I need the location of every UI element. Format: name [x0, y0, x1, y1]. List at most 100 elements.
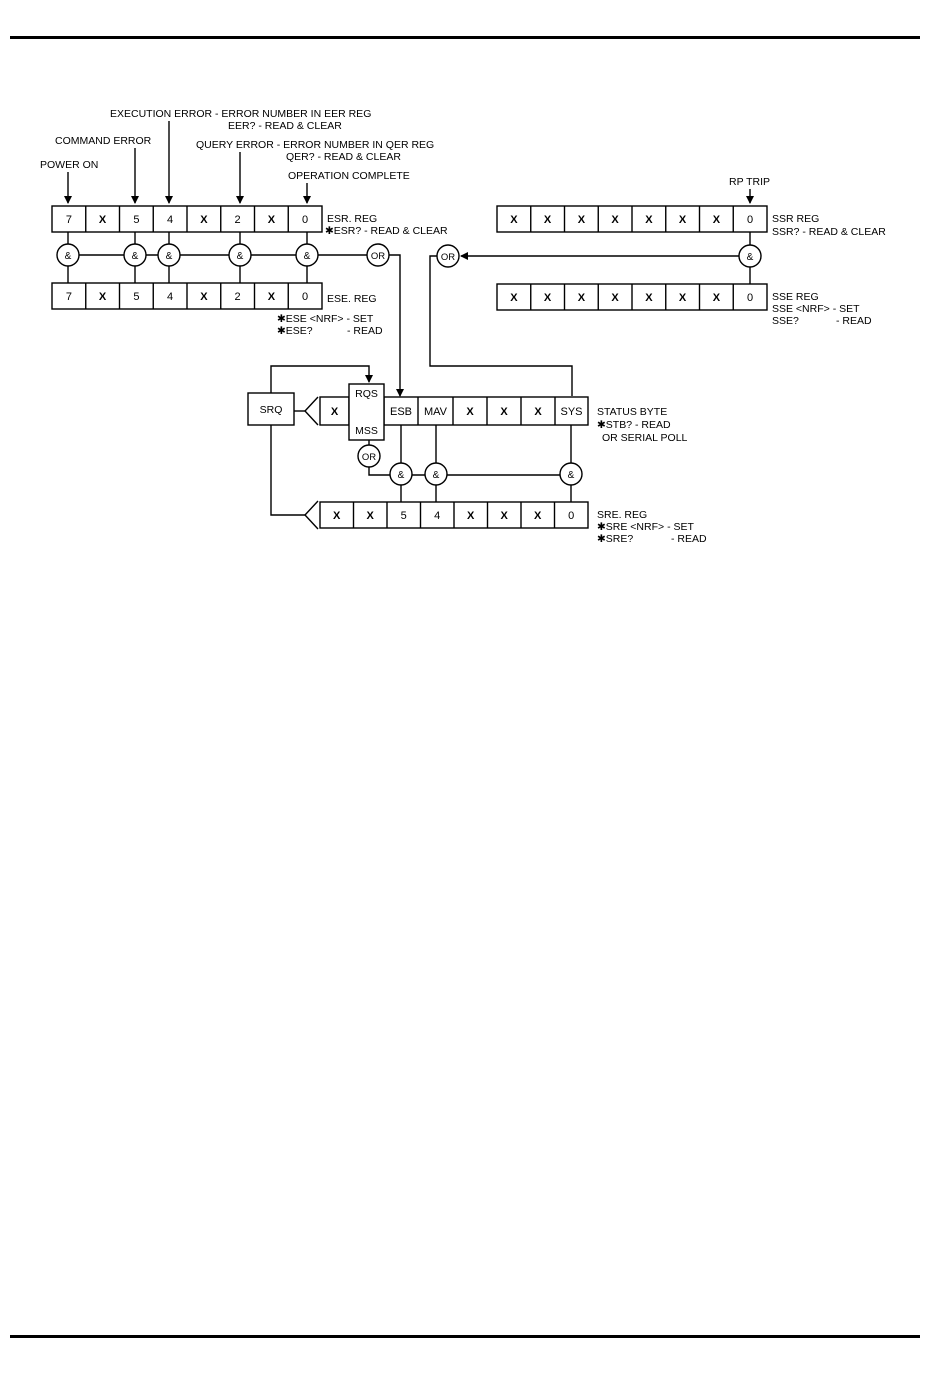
status-byte-cmd: ✱STB? - READ [597, 419, 671, 431]
svg-text:&: & [304, 251, 311, 262]
operation-complete-label: OPERATION COMPLETE [288, 170, 410, 182]
sre-title: SRE. REG [597, 509, 647, 521]
sre-bit-4: 4 [434, 510, 440, 522]
ese-bit-5: 5 [133, 291, 139, 303]
sse-cmd-set: SSE <NRF> - SET [772, 303, 860, 315]
sse-register: X X X X X X X 0 [496, 283, 768, 311]
svg-text:&: & [132, 251, 139, 262]
sse-cmd-read: SSE? [772, 315, 799, 327]
esr-bit-3: X [200, 214, 208, 226]
sse-bit-0: 0 [747, 292, 753, 304]
ssr-bit-3: X [645, 214, 653, 226]
esr-and-gate-7: & [56, 243, 80, 267]
stb-bit-0-sys: SYS [560, 406, 582, 418]
sre-bit-5: 5 [401, 510, 407, 522]
ssr-bit-4: X [611, 214, 619, 226]
ssr-bit-2: X [679, 214, 687, 226]
bottom-rule [10, 1335, 920, 1338]
stb-bit-7: X [331, 406, 339, 418]
esr-bit-4: 4 [167, 214, 173, 226]
sre-chevron [304, 500, 319, 530]
sre-and-gate-5: & [389, 462, 413, 486]
sse-cmd-read-desc: - READ [836, 315, 872, 327]
status-byte-cmd-2: OR SERIAL POLL [602, 432, 688, 444]
sre-return-path [270, 425, 305, 516]
ese-bit-6: X [99, 291, 107, 303]
sre-bit-3: X [467, 510, 475, 522]
esb-summary-line [389, 254, 404, 397]
sre-cmd-read: ✱SRE? [597, 533, 633, 545]
rqs-label: RQS [355, 388, 378, 400]
mss-or-gate: OR [357, 444, 381, 468]
ssr-and-gate-0: & [738, 244, 762, 268]
sre-register: X X 5 4 X X X 0 [319, 501, 589, 529]
srq-label: SRQ [260, 404, 283, 416]
stb-bit-4-mav: MAV [424, 406, 448, 418]
esr-bit-2: 2 [235, 214, 241, 226]
ese-bit-4: 4 [167, 291, 173, 303]
execution-error-label: EXECUTION ERROR - ERROR NUMBER IN EER RE… [110, 108, 371, 120]
sse-bit-5: X [578, 292, 586, 304]
esr-bit-7: 7 [66, 214, 72, 226]
top-rule [10, 36, 920, 39]
esr-title: ESR. REG [327, 213, 377, 225]
ssr-register: X X X X X X X 0 [496, 205, 768, 233]
sse-bit-4: X [611, 292, 619, 304]
sse-bit-7: X [510, 292, 518, 304]
query-error-label: QUERY ERROR - ERROR NUMBER IN QER REG [196, 139, 434, 151]
sse-bit-6: X [544, 292, 552, 304]
sre-bit-1: X [534, 510, 542, 522]
esr-bit-1: X [268, 214, 276, 226]
query-error-cmd: QER? - READ & CLEAR [286, 151, 401, 163]
stb-bit-2: X [500, 406, 508, 418]
ese-register: 7 X 5 4 X 2 X 0 [51, 282, 323, 310]
ssr-bit-7: X [510, 214, 518, 226]
stb-bit-5-esb: ESB [390, 406, 412, 418]
svg-text:OR: OR [371, 251, 385, 262]
mss-or-bus [368, 467, 560, 476]
svg-text:&: & [568, 470, 575, 481]
ssr-title: SSR REG [772, 213, 819, 225]
esr-and-gate-0: & [295, 243, 319, 267]
ese-title: ESE. REG [327, 293, 377, 305]
sys-summary-line [429, 255, 573, 396]
sse-bit-3: X [645, 292, 653, 304]
ese-cmd-read: ✱ESE? [277, 325, 313, 337]
esr-register: 7 X 5 4 X 2 X 0 [51, 205, 323, 233]
stb-bit-3: X [466, 406, 474, 418]
status-byte-register: X ESB MAV X X X SYS RQS MSS [319, 383, 589, 441]
esr-or-gate: OR [366, 243, 390, 267]
srq-input-chevron [304, 396, 319, 426]
esr-bit-5: 5 [133, 214, 139, 226]
esr-bit-6: X [99, 214, 107, 226]
sre-bit-6: X [367, 510, 375, 522]
esr-and-gate-4: & [157, 243, 181, 267]
svg-text:OR: OR [441, 252, 455, 263]
stb-bit-1: X [534, 406, 542, 418]
ssr-bit-6: X [544, 214, 552, 226]
svg-text:&: & [166, 251, 173, 262]
ssr-cmd: SSR? - READ & CLEAR [772, 226, 886, 238]
svg-text:&: & [433, 470, 440, 481]
ese-bit-7: 7 [66, 291, 72, 303]
mss-label: MSS [355, 425, 378, 437]
power-on-label: POWER ON [40, 159, 98, 171]
ssr-or-gate: OR [436, 244, 460, 268]
srq-box [247, 392, 295, 426]
ssr-bit-0: 0 [747, 214, 753, 226]
sse-bit-1: X [713, 292, 721, 304]
sre-cmd-set: ✱SRE <NRF> - SET [597, 521, 694, 533]
rp-trip-label: RP TRIP [729, 176, 770, 188]
esr-cmd: ✱ESR? - READ & CLEAR [325, 225, 448, 237]
ese-bit-1: X [268, 291, 276, 303]
execution-error-cmd: EER? - READ & CLEAR [228, 120, 342, 132]
sre-bit-2: X [501, 510, 509, 522]
sre-bit-0: 0 [568, 510, 574, 522]
sse-title: SSE REG [772, 291, 819, 303]
sre-bit-7: X [333, 510, 341, 522]
ese-bit-0: 0 [302, 291, 308, 303]
svg-text:&: & [747, 252, 754, 263]
sre-and-gate-0: & [559, 462, 583, 486]
svg-text:&: & [65, 251, 72, 262]
